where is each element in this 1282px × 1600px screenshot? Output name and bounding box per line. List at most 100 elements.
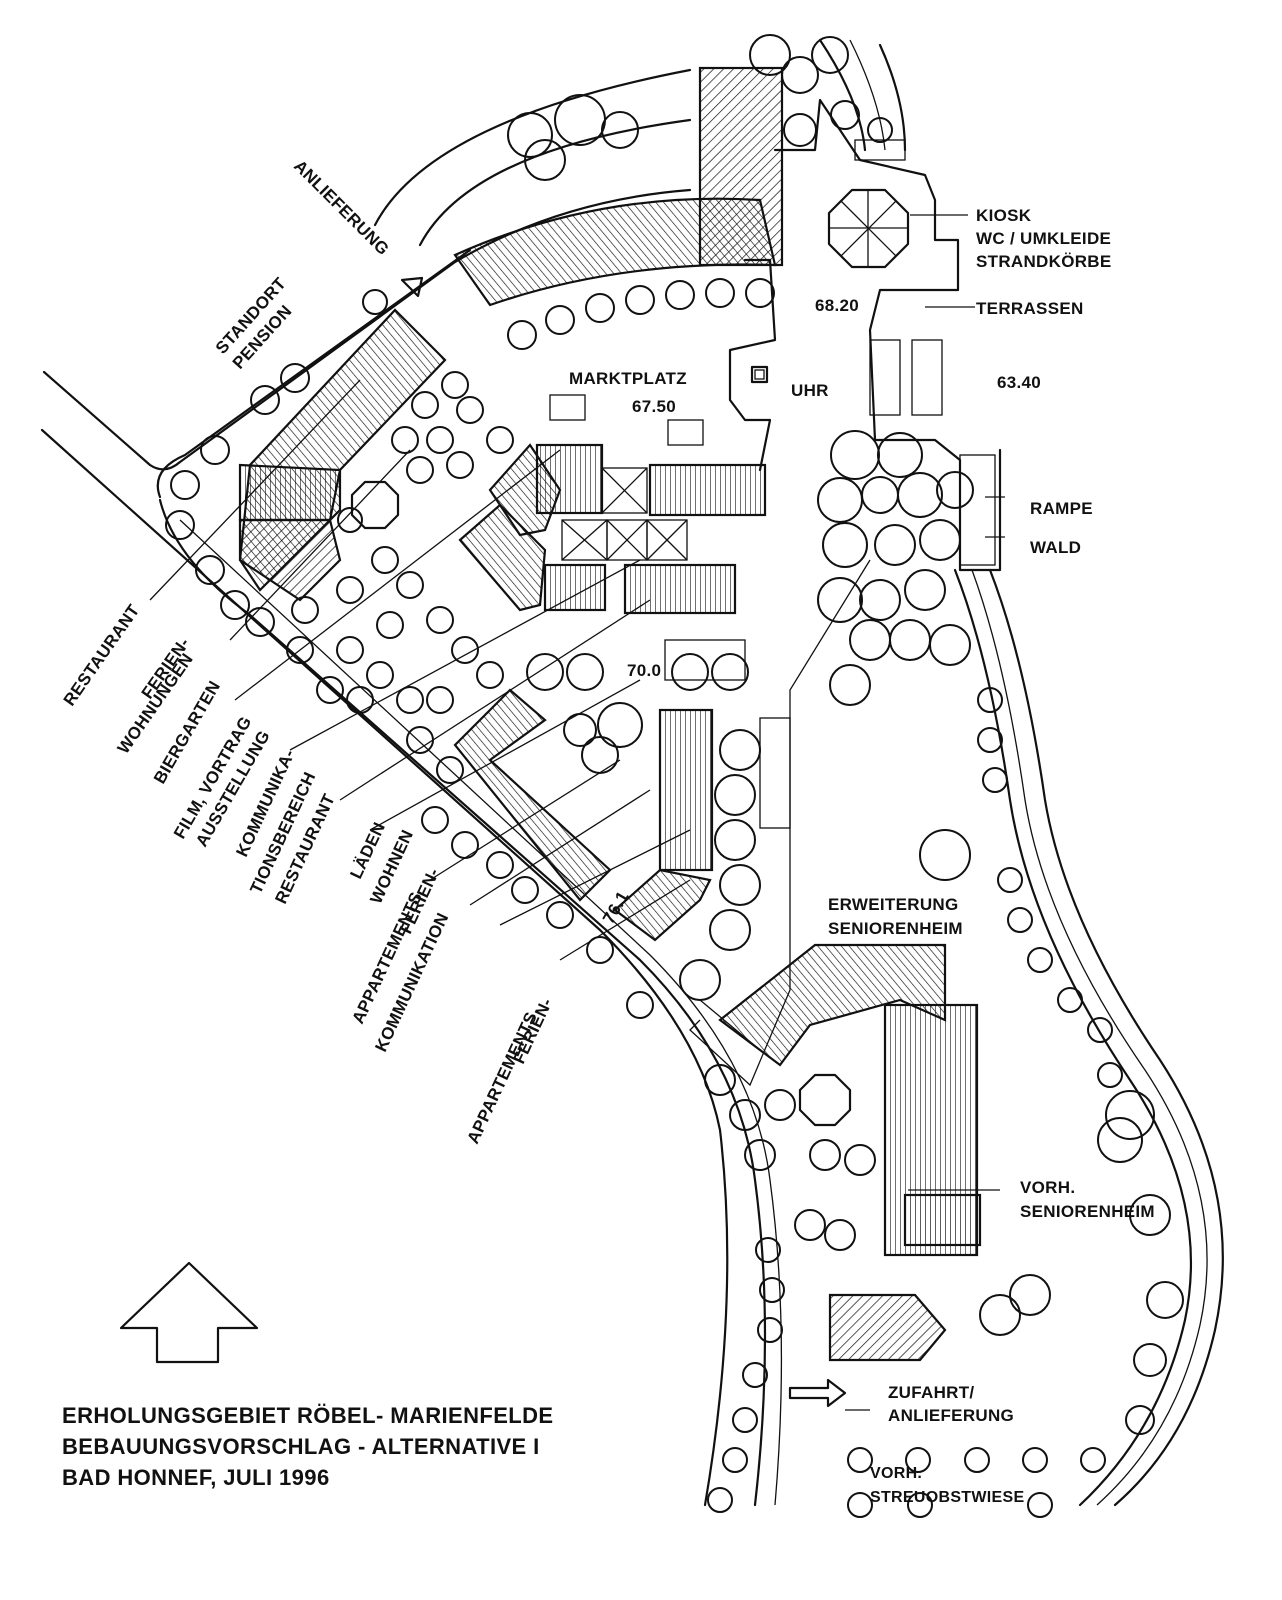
tree-symbol bbox=[545, 305, 575, 335]
tree-symbol bbox=[426, 426, 454, 454]
label-vorh-1: VORH. bbox=[1020, 1178, 1075, 1197]
stairs bbox=[549, 139, 996, 829]
tree-symbol bbox=[486, 426, 514, 454]
tree-symbol bbox=[904, 569, 946, 611]
tree-symbol bbox=[705, 278, 735, 308]
label-anlieferung: ANLIEFERUNG bbox=[290, 156, 393, 259]
tree-symbol bbox=[597, 702, 643, 748]
tree-symbol bbox=[759, 1277, 785, 1303]
tree-symbol bbox=[625, 285, 655, 315]
tree-symbol bbox=[195, 555, 225, 585]
tree-symbol bbox=[1097, 1117, 1143, 1163]
tree-symbol bbox=[1027, 947, 1053, 973]
tree-symbol bbox=[907, 1492, 933, 1518]
label-seniorenheim-2: SENIORENHEIM bbox=[1020, 1202, 1155, 1221]
tree-symbol bbox=[707, 1487, 733, 1513]
plan-labels: ANLIEFERUNG STANDORT PENSION KIOSK WC / … bbox=[60, 156, 1155, 1506]
tree-symbol bbox=[581, 736, 619, 774]
tree-symbol bbox=[979, 1294, 1021, 1336]
label-ferien-appartements-2b: APPARTEMENTS bbox=[463, 1009, 541, 1147]
tree-symbol bbox=[511, 876, 539, 904]
label-terrassen: TERRASSEN bbox=[976, 299, 1084, 318]
tree-symbol bbox=[1027, 1492, 1053, 1518]
label-uhr: UHR bbox=[791, 381, 829, 400]
tree-symbol bbox=[844, 1144, 876, 1176]
tree-symbol bbox=[507, 112, 553, 158]
tree-symbol bbox=[757, 1317, 783, 1343]
tree-symbol bbox=[861, 476, 899, 514]
tree-symbol bbox=[362, 289, 388, 315]
title-line-1: ERHOLUNGSGEBIET RÖBEL- MARIENFELDE bbox=[62, 1403, 554, 1428]
tree-symbol bbox=[563, 713, 597, 747]
tree-symbol bbox=[714, 774, 756, 816]
tree-symbol bbox=[586, 936, 614, 964]
label-elevation-6340: 63.40 bbox=[997, 373, 1041, 392]
tree-symbol bbox=[729, 1099, 761, 1131]
tree-symbol bbox=[376, 611, 404, 639]
tree-symbol bbox=[867, 117, 893, 143]
tree-symbol bbox=[817, 577, 863, 623]
tree-symbol bbox=[436, 756, 464, 784]
tree-symbol bbox=[997, 867, 1023, 893]
label-wc: WC / UMKLEIDE bbox=[976, 229, 1111, 248]
tree-symbol bbox=[847, 1492, 873, 1518]
tree-symbol bbox=[336, 576, 364, 604]
tree-symbol bbox=[671, 653, 709, 691]
tree-symbol bbox=[585, 293, 615, 323]
tree-symbol bbox=[346, 686, 374, 714]
tree-symbol bbox=[421, 806, 449, 834]
tree-symbol bbox=[874, 524, 916, 566]
tree-symbol bbox=[809, 1139, 841, 1171]
tree-symbol bbox=[476, 661, 504, 689]
tree-symbol bbox=[526, 653, 564, 691]
tree-symbol bbox=[744, 1139, 776, 1171]
clock-square bbox=[750, 365, 769, 384]
tree-symbol bbox=[877, 432, 923, 478]
tree-symbol bbox=[245, 607, 275, 637]
tree-symbol bbox=[554, 94, 606, 146]
title-block: ERHOLUNGSGEBIET RÖBEL- MARIENFELDE BEBAU… bbox=[62, 1400, 554, 1493]
tree-symbol bbox=[936, 471, 974, 509]
tree-symbol bbox=[722, 1447, 748, 1473]
tree-symbol bbox=[1009, 1274, 1051, 1316]
label-seniorenheim-1: SENIORENHEIM bbox=[828, 919, 963, 938]
tree-symbol bbox=[451, 636, 479, 664]
label-erweiterung: ERWEITERUNG bbox=[828, 895, 959, 914]
tree-symbol bbox=[830, 100, 860, 130]
tree-symbol bbox=[200, 435, 230, 465]
tree-symbol bbox=[982, 767, 1008, 793]
tree-symbol bbox=[977, 727, 1003, 753]
tree-symbol bbox=[783, 113, 817, 147]
tree-symbol bbox=[822, 522, 868, 568]
label-marktplatz: MARKTPLATZ bbox=[569, 369, 687, 388]
label-zufahrt: ZUFAHRT/ bbox=[888, 1383, 974, 1402]
tree-symbol bbox=[524, 139, 566, 181]
tree-symbol bbox=[811, 36, 849, 74]
tree-symbol bbox=[714, 819, 756, 861]
tree-symbol bbox=[626, 991, 654, 1019]
tree-symbol bbox=[1105, 1090, 1155, 1140]
tree-symbol bbox=[859, 579, 901, 621]
tree-symbol bbox=[220, 590, 250, 620]
zufahrt-arrow-icon bbox=[788, 1378, 847, 1408]
tree-symbol bbox=[1007, 907, 1033, 933]
label-wald: WALD bbox=[1030, 538, 1081, 557]
tree-symbol bbox=[337, 507, 363, 533]
tree-symbol bbox=[1097, 1062, 1123, 1088]
tree-symbol bbox=[665, 280, 695, 310]
tree-symbol bbox=[426, 606, 454, 634]
building-apartments bbox=[658, 708, 714, 872]
tree-symbol bbox=[280, 363, 310, 393]
label-elevation-6750: 67.50 bbox=[632, 397, 676, 416]
tree-symbol bbox=[704, 1064, 736, 1096]
label-restaurant: RESTAURANT bbox=[60, 601, 144, 710]
label-strandkoerbe: STRANDKÖRBE bbox=[976, 252, 1112, 271]
tree-symbol bbox=[849, 619, 891, 661]
tree-symbol bbox=[889, 619, 931, 661]
label-anlieferung-2: ANLIEFERUNG bbox=[888, 1406, 1014, 1425]
tree-symbol bbox=[286, 636, 314, 664]
tree-symbol bbox=[719, 864, 761, 906]
tree-symbol bbox=[709, 909, 751, 951]
label-rampe: RAMPE bbox=[1030, 499, 1093, 518]
